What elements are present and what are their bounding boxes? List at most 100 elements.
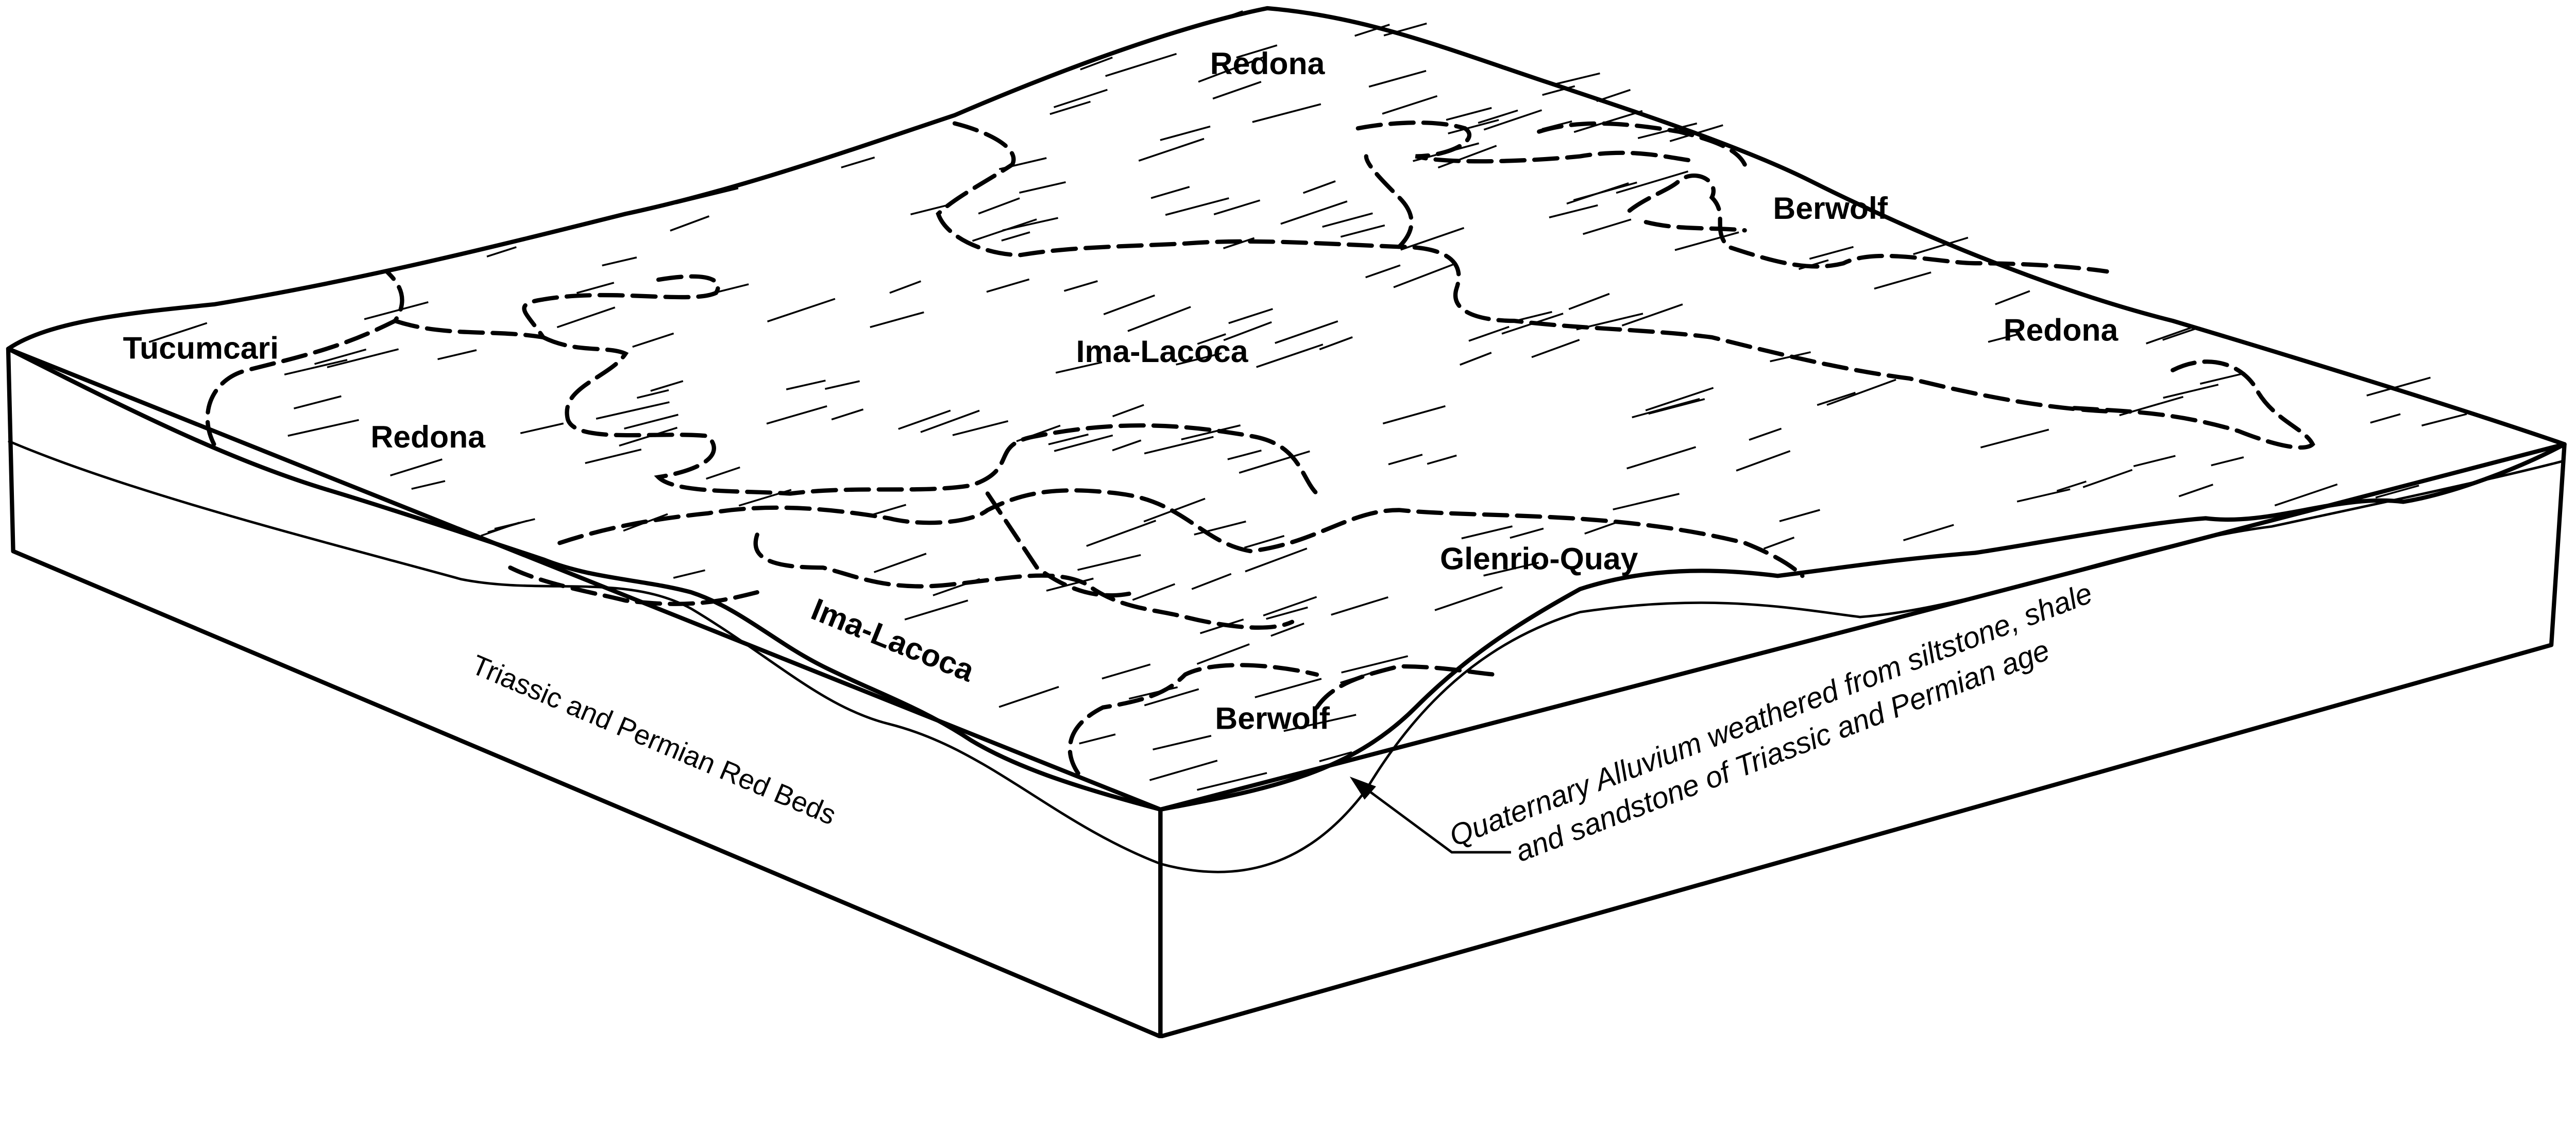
hatch-line bbox=[1626, 446, 1697, 470]
hatch-line bbox=[1252, 103, 1321, 123]
hatch-line bbox=[1198, 55, 1266, 83]
hatch-line bbox=[1913, 236, 1969, 255]
hatch-line bbox=[1112, 439, 1142, 452]
hatch-line bbox=[2274, 483, 2338, 507]
hatch-line bbox=[1736, 450, 1791, 472]
block-diagram: Redona Berwolf Redona Tucumcari Ima-Laco… bbox=[6, 6, 2567, 1038]
hatch-line bbox=[1573, 110, 1643, 133]
alluvium-note-line2: and sandstone of Triassic and Permian ag… bbox=[1511, 633, 2054, 868]
soil-label-redona-left: Redona bbox=[370, 419, 486, 454]
hatch-line bbox=[556, 306, 616, 329]
hatch-line bbox=[576, 282, 615, 294]
hatch-line bbox=[1531, 339, 1580, 358]
soil-label-tucumcari: Tucumcari bbox=[123, 330, 279, 365]
hatch-line bbox=[1448, 119, 1499, 134]
hatch-line bbox=[1302, 180, 1336, 194]
hatch-line bbox=[2162, 328, 2196, 341]
hatch-line bbox=[1322, 212, 1373, 228]
hatch-line bbox=[2421, 413, 2467, 427]
hatch-line bbox=[1105, 53, 1177, 77]
hatch-line bbox=[978, 197, 1020, 215]
hatch-line bbox=[1223, 321, 1272, 341]
hatch-line bbox=[314, 348, 367, 365]
hatch-line bbox=[2211, 456, 2244, 467]
hatch-line bbox=[2146, 327, 2191, 345]
hatch-line bbox=[1019, 181, 1066, 194]
hatch-line bbox=[1212, 81, 1262, 100]
hatch-line bbox=[1256, 343, 1324, 368]
hatch-line bbox=[1874, 271, 1931, 290]
right-face bbox=[1158, 442, 2567, 1038]
hatch-line bbox=[1127, 306, 1191, 332]
hatch-line bbox=[1054, 434, 1113, 452]
hatch-line bbox=[1388, 454, 1423, 466]
hatch-line bbox=[1176, 352, 1222, 366]
hatch-line bbox=[1213, 199, 1261, 215]
left-face bbox=[6, 347, 1163, 1038]
hatch-line bbox=[1365, 264, 1401, 279]
hatch-line bbox=[1181, 424, 1241, 440]
hatch-line bbox=[624, 414, 679, 430]
hatch-line bbox=[1669, 124, 1723, 142]
hatch-line bbox=[1063, 280, 1098, 292]
hatch-line bbox=[1132, 583, 1176, 601]
hatch-line bbox=[1510, 527, 1544, 539]
hatch-line bbox=[1553, 72, 1600, 86]
hatch-line bbox=[148, 322, 208, 343]
hatch-line bbox=[520, 422, 564, 434]
hatch-line bbox=[1632, 398, 1700, 419]
soil-boundaries bbox=[205, 121, 2315, 776]
hatch-line bbox=[673, 569, 705, 579]
hatch-line bbox=[411, 480, 446, 490]
hatch-line bbox=[1826, 379, 1896, 406]
hatch-line bbox=[1080, 56, 1113, 71]
soil-label-ima-lacoca-front: Ima-Lacoca bbox=[807, 591, 980, 689]
soil-label-redona-right: Redona bbox=[2004, 312, 2119, 347]
hatch-line bbox=[1995, 290, 2030, 305]
hatch-line bbox=[437, 349, 477, 360]
hatch-line bbox=[1519, 311, 1552, 321]
hatch-line bbox=[1283, 714, 1357, 732]
right-face-boundary bbox=[1160, 459, 2565, 873]
hatch-line bbox=[1055, 361, 1103, 374]
hatch-line bbox=[2082, 469, 2133, 488]
hatch-line bbox=[920, 409, 980, 433]
hatch-line bbox=[596, 401, 670, 420]
hatch-line bbox=[1749, 427, 1782, 441]
hatch-line bbox=[910, 203, 951, 215]
hatch-line bbox=[1196, 643, 1250, 665]
hatch-line bbox=[1079, 733, 1116, 745]
surface-hatching bbox=[148, 10, 2467, 791]
hatch-line bbox=[1319, 336, 1353, 351]
hatch-line bbox=[898, 409, 951, 430]
hatch-line bbox=[904, 599, 969, 621]
hatch-line bbox=[1763, 537, 1795, 550]
hatch-line bbox=[284, 359, 348, 376]
hatch-line bbox=[1542, 85, 1575, 96]
hatch-line bbox=[831, 408, 864, 421]
hatch-line bbox=[1383, 22, 1427, 37]
hatch-line bbox=[287, 419, 359, 437]
soil-label-ima-lacoca: Ima-Lacoca bbox=[1076, 334, 1249, 369]
hatch-line bbox=[1988, 332, 2021, 343]
hatch-line bbox=[972, 218, 1037, 242]
hatch-line bbox=[952, 420, 1009, 436]
hatch-line bbox=[1331, 596, 1388, 616]
block-diagram-svg: Redona Berwolf Redona Tucumcari Ima-Laco… bbox=[6, 6, 2567, 1038]
hatch-line bbox=[1149, 760, 1218, 781]
hatch-line bbox=[2016, 488, 2071, 503]
hatch-line bbox=[1434, 586, 1503, 611]
hatch-line bbox=[293, 395, 342, 409]
hatch-line bbox=[1903, 524, 1954, 541]
hatch-line bbox=[2178, 484, 2213, 497]
arrowhead-icon bbox=[1349, 776, 1376, 800]
hatch-line bbox=[1112, 404, 1144, 418]
hatch-line bbox=[1255, 678, 1322, 698]
hatch-line bbox=[585, 449, 642, 464]
hatch-line bbox=[1648, 398, 1705, 415]
hatch-line bbox=[602, 256, 637, 267]
hatch-line bbox=[1613, 493, 1680, 511]
hatch-line bbox=[767, 298, 836, 322]
hatch-line bbox=[389, 458, 443, 477]
hatch-line bbox=[1382, 95, 1438, 115]
